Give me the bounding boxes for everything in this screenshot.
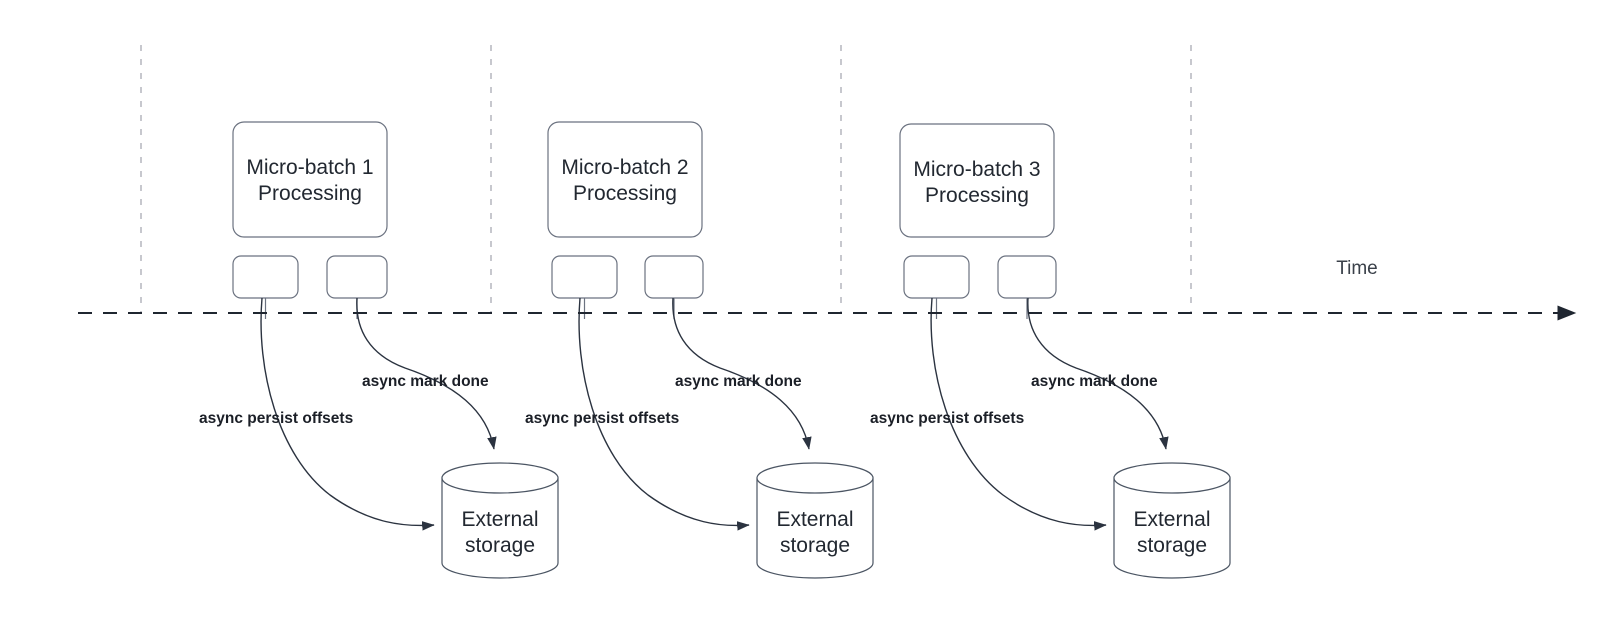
group-3: Micro-batch 3 Processing async persist off… (870, 123, 1231, 579)
edge-label-async-mark-done-2: async mark done (675, 373, 802, 390)
storage-label-line1: External (461, 508, 538, 531)
storage-label-line2: storage (780, 534, 850, 557)
edge-async-persist-offsets-1 (260, 297, 435, 531)
micro-batch-label-line2: Processing (258, 182, 362, 205)
storage-cylinder-top-3 (1113, 462, 1231, 494)
tick-box-1-2[interactable] (326, 255, 388, 299)
edge-label-async-persist-offsets-3: async persist offsets (870, 410, 1024, 427)
tick-box-2-1[interactable] (551, 255, 618, 299)
tick-box-3-2[interactable] (997, 255, 1057, 299)
micro-batch-label-line1: Micro-batch 3 (913, 158, 1040, 181)
storage-cylinder-top-1 (441, 462, 559, 494)
edge-async-mark-done-1 (356, 297, 497, 450)
tick-box-1-1[interactable] (232, 255, 299, 299)
tick-box-3-1[interactable] (903, 255, 970, 299)
edge-async-persist-offsets-3 (930, 297, 1107, 531)
edge-async-mark-done-3 (1027, 297, 1169, 450)
micro-batch-groups: Micro-batch 1 Processing async persist off… (199, 121, 1231, 579)
time-axis: Time (78, 258, 1577, 321)
storage-label-line2: storage (465, 534, 535, 557)
tick-box-2-2[interactable] (644, 255, 704, 299)
edge-async-persist-offsets-2 (578, 297, 750, 531)
group-2: Micro-batch 2 Processing async persist off… (525, 121, 874, 579)
edge-label-async-persist-offsets-1: async persist offsets (199, 410, 353, 427)
storage-label-line1: External (1133, 508, 1210, 531)
edge-label-async-persist-offsets-2: async persist offsets (525, 410, 679, 427)
micro-batch-box-3[interactable] (899, 123, 1055, 238)
micro-batch-label-line1: Micro-batch 2 (561, 156, 688, 179)
storage-label-line2: storage (1137, 534, 1207, 557)
storage-cylinder-top-2 (756, 462, 874, 494)
micro-batch-label-line1: Micro-batch 1 (246, 156, 373, 179)
storage-cylinder-body-3[interactable] (1113, 477, 1231, 579)
time-dividers (140, 45, 1192, 313)
edge-async-mark-done-2 (672, 297, 812, 450)
storage-cylinder-body-2[interactable] (756, 477, 874, 579)
micro-batch-label-line2: Processing (925, 184, 1029, 207)
micro-batch-box-1[interactable] (232, 121, 388, 238)
edge-label-async-mark-done-1: async mark done (362, 373, 489, 390)
time-axis-label: Time (1336, 258, 1378, 279)
group-1: Micro-batch 1 Processing async persist off… (199, 121, 559, 579)
storage-label-line1: External (776, 508, 853, 531)
storage-cylinder-body-1[interactable] (441, 477, 559, 579)
micro-batch-box-2[interactable] (547, 121, 703, 238)
micro-batch-label-line2: Processing (573, 182, 677, 205)
edge-label-async-mark-done-3: async mark done (1031, 373, 1158, 390)
